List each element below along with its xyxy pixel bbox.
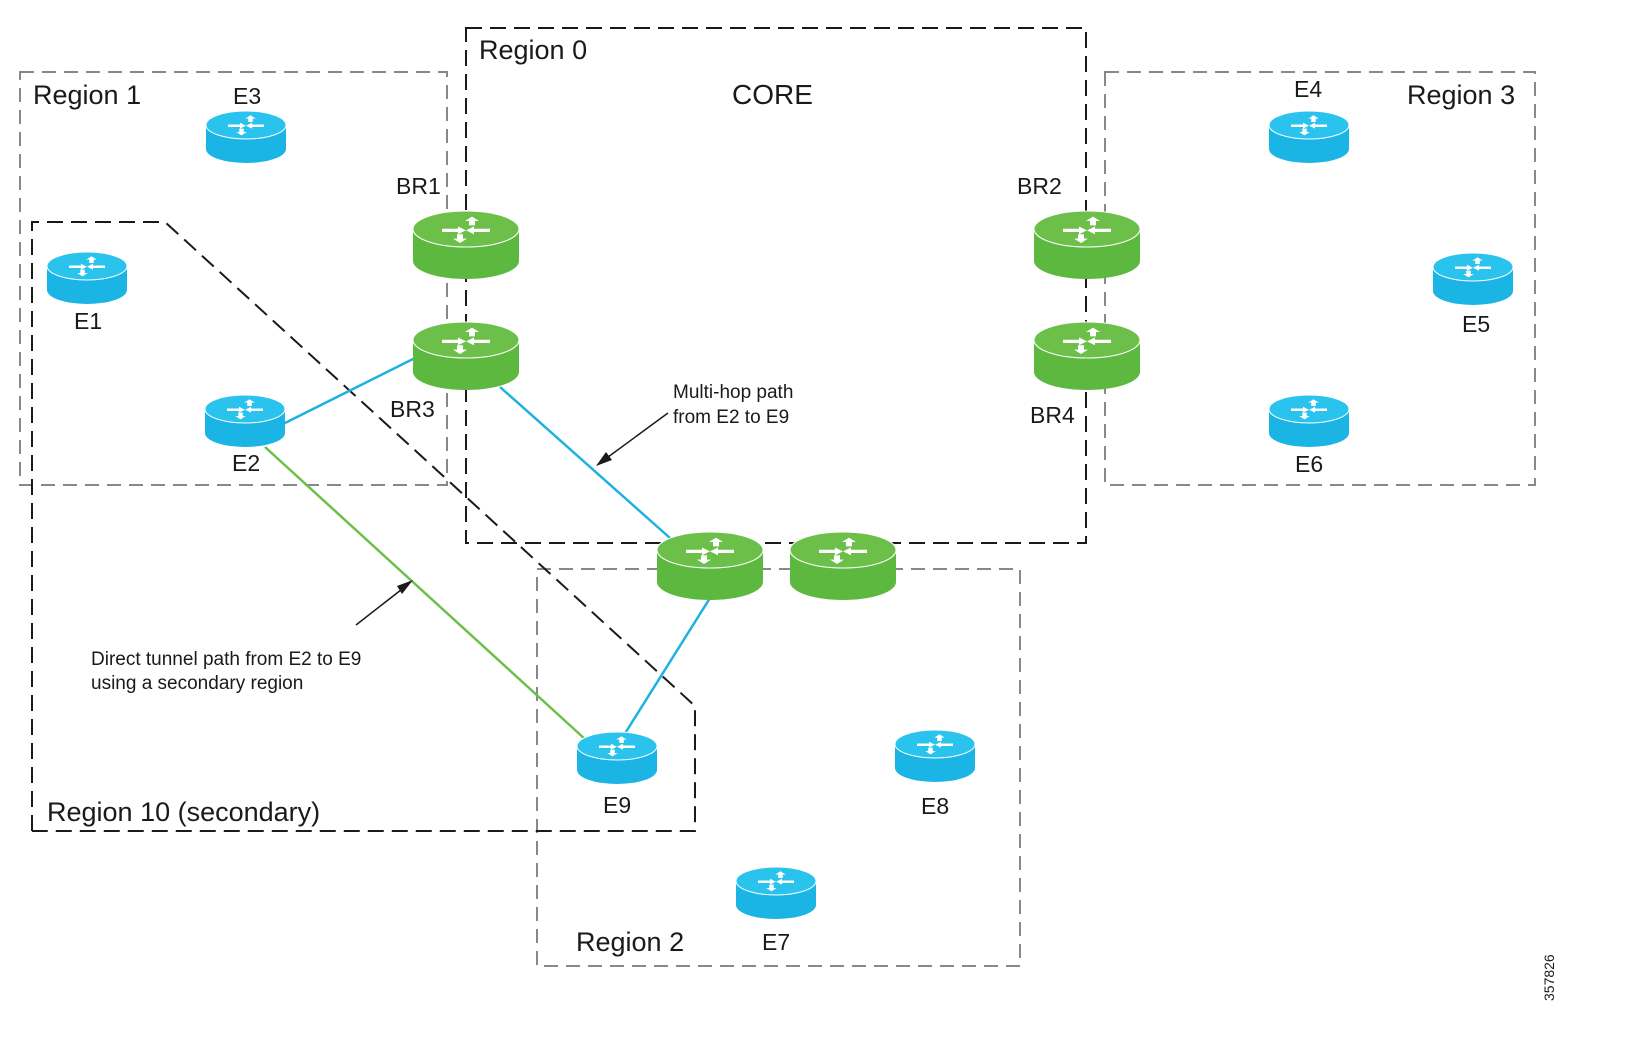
- router-e3[interactable]: [205, 110, 287, 163]
- label-br3: BR3: [390, 396, 435, 422]
- router-icon: [204, 394, 286, 447]
- region-3-label: Region 3: [1407, 80, 1515, 110]
- router-border-region2-right[interactable]: [789, 531, 897, 600]
- label-e4: E4: [1294, 76, 1322, 102]
- router-br1[interactable]: [412, 210, 520, 279]
- direct-tunnel-path: [264, 446, 587, 741]
- router-e8[interactable]: [894, 729, 976, 782]
- router-border-region2-left[interactable]: [656, 531, 764, 600]
- figure-id: 357826: [1541, 954, 1557, 1001]
- router-e7[interactable]: [735, 866, 817, 919]
- direct-annotation-line1: Direct tunnel path from E2 to E9: [91, 649, 361, 670]
- label-e9: E9: [603, 792, 631, 818]
- router-icon: [205, 110, 287, 163]
- region-0-label: Region 0: [479, 35, 587, 65]
- core-label: CORE: [732, 79, 813, 110]
- router-e9[interactable]: [576, 731, 658, 784]
- multihop-path-e2-br3: [282, 356, 416, 426]
- region-10-box: [31, 221, 696, 832]
- label-br4: BR4: [1030, 402, 1075, 428]
- label-e3: E3: [233, 83, 261, 109]
- router-e5[interactable]: [1432, 252, 1514, 305]
- router-br3[interactable]: [412, 321, 520, 390]
- router-br2[interactable]: [1033, 210, 1141, 279]
- router-icon: [789, 531, 897, 600]
- label-br2: BR2: [1017, 173, 1062, 199]
- region-3-box: [1104, 71, 1536, 486]
- direct-arrow: [355, 580, 413, 626]
- multihop-annotation-line2: from E2 to E9: [673, 407, 789, 428]
- multihop-annotation-line1: Multi-hop path: [673, 382, 793, 403]
- router-br4[interactable]: [1033, 321, 1141, 390]
- label-e8: E8: [921, 793, 949, 819]
- region-0-box: [465, 27, 1087, 544]
- router-icon: [576, 731, 658, 784]
- router-icon: [1268, 394, 1350, 447]
- router-icon: [46, 251, 128, 304]
- router-icon: [412, 210, 520, 279]
- multihop-path-core-e9: [622, 597, 712, 736]
- router-icon: [894, 729, 976, 782]
- multihop-arrow: [596, 412, 669, 466]
- router-e4[interactable]: [1268, 110, 1350, 163]
- region-1-label: Region 1: [33, 80, 141, 110]
- router-icon: [1033, 210, 1141, 279]
- label-e6: E6: [1295, 451, 1323, 477]
- label-br1: BR1: [396, 173, 441, 199]
- router-icon: [412, 321, 520, 390]
- region-2-label: Region 2: [576, 927, 684, 957]
- router-icon: [1033, 321, 1141, 390]
- router-icon: [735, 866, 817, 919]
- router-icon: [656, 531, 764, 600]
- region-10-label: Region 10 (secondary): [47, 797, 320, 827]
- multihop-path-br3-core: [499, 386, 671, 539]
- label-e2: E2: [232, 450, 260, 476]
- label-e5: E5: [1462, 311, 1490, 337]
- router-e1[interactable]: [46, 251, 128, 304]
- router-icon: [1432, 252, 1514, 305]
- label-e7: E7: [762, 929, 790, 955]
- label-e1: E1: [74, 308, 102, 334]
- router-e2[interactable]: [204, 394, 286, 447]
- router-icon: [1268, 110, 1350, 163]
- direct-annotation-line2: using a secondary region: [91, 673, 303, 694]
- router-e6[interactable]: [1268, 394, 1350, 447]
